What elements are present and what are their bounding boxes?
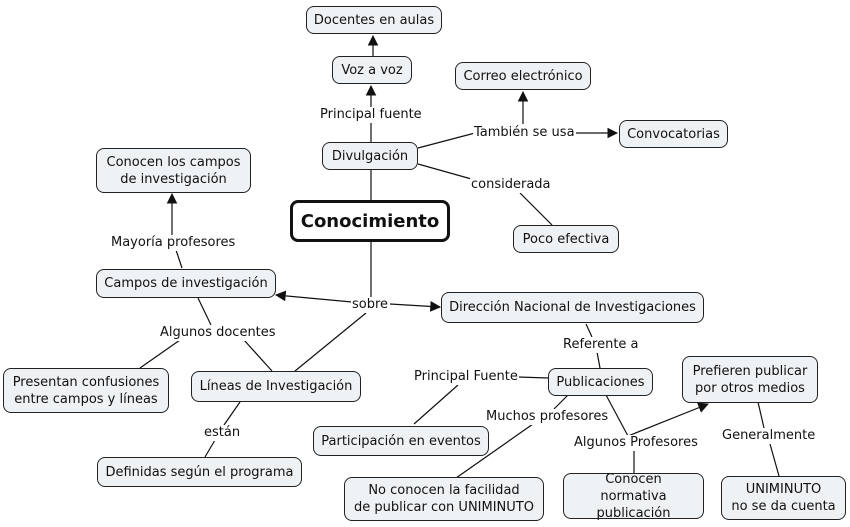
node-conocimiento: Conocimiento xyxy=(290,200,450,242)
node-correo-electronico: Correo electrónico xyxy=(455,62,591,90)
node-poco-efectiva: Poco efectiva xyxy=(513,225,619,253)
node-campos-investigacion: Campos de investigación xyxy=(96,269,276,298)
node-definidas-programa: Definidas según el programa xyxy=(97,457,302,487)
label-referente-a: Referente a xyxy=(562,337,640,353)
label-muchos-profesores: Muchos profesores xyxy=(485,409,610,425)
label-tambien-se-usa: También se usa xyxy=(473,125,576,141)
node-convocatorias: Convocatorias xyxy=(619,120,728,148)
label-generalmente: Generalmente xyxy=(721,428,817,444)
node-no-conocen-facilidad: No conocen la facilidad de publicar con … xyxy=(344,477,544,521)
node-prefieren-publicar: Prefieren publicar por otros medios xyxy=(682,356,818,403)
node-lineas-investigacion: Líneas de Investigación xyxy=(191,371,361,402)
label-principal-fuente: Principal fuente xyxy=(319,107,423,123)
label-estan: están xyxy=(203,425,242,441)
node-direccion-nacional: Dirección Nacional de Investigaciones xyxy=(441,292,704,323)
label-sobre: sobre xyxy=(351,297,390,313)
node-docentes-en-aulas: Docentes en aulas xyxy=(306,6,442,34)
node-publicaciones: Publicaciones xyxy=(548,368,653,396)
label-considerada: considerada xyxy=(470,177,552,193)
node-conocen-campos: Conocen los campos de investigación xyxy=(96,148,251,193)
node-participacion-eventos: Participación en eventos xyxy=(313,426,489,456)
label-mayoria-profesores: Mayoría profesores xyxy=(110,235,237,251)
node-presentan-confusiones: Presentan confusiones entre campos y lín… xyxy=(3,368,169,413)
label-algunos-profesores: Algunos Profesores xyxy=(573,435,699,451)
node-uniminuto-no-se-da-cuenta: UNIMINUTO no se da cuenta xyxy=(721,476,846,520)
node-voz-a-voz: Voz a voz xyxy=(332,56,412,84)
label-algunos-docentes: Algunos docentes xyxy=(159,325,277,341)
node-conocen-normativa: Conocen normativa publicación xyxy=(563,472,704,521)
label-principal-fuente-2: Principal Fuente xyxy=(413,369,519,385)
node-divulgacion: Divulgación xyxy=(322,142,418,170)
